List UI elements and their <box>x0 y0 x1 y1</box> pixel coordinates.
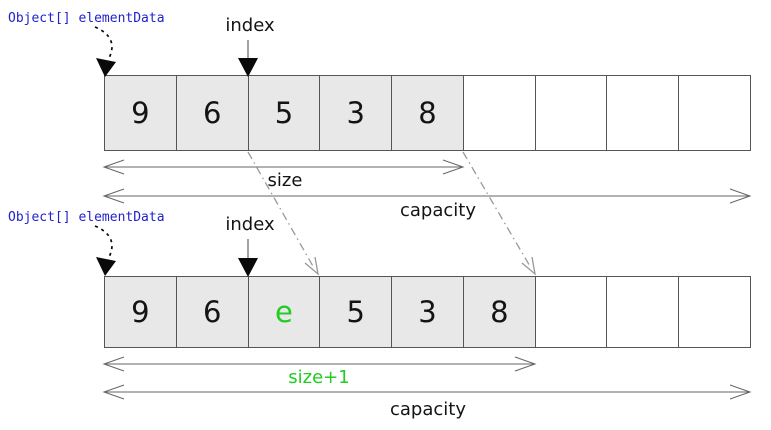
array-cell: 8 <box>392 76 464 150</box>
array-cell-empty <box>463 76 536 150</box>
array-cell: 6 <box>176 76 249 150</box>
top-size-label: size <box>267 170 303 191</box>
array-cell-empty <box>535 277 608 347</box>
array-cell: 6 <box>176 277 249 347</box>
array-cell: 8 <box>463 277 536 347</box>
top-array: 9 6 5 3 8 <box>104 75 751 151</box>
array-cell: 9 <box>105 277 177 347</box>
array-cell: 3 <box>320 76 393 150</box>
array-cell: 5 <box>320 277 393 347</box>
bottom-capacity-arrow <box>102 384 752 400</box>
array-cell-empty <box>607 76 680 150</box>
array-cell-empty <box>607 277 680 347</box>
top-capacity-label: capacity <box>400 200 476 221</box>
bottom-array: 9 6 e 5 3 8 <box>104 276 751 348</box>
top-index-pointer-arrow <box>238 40 258 77</box>
top-elementdata-label: Object[] elementData <box>8 11 165 26</box>
array-cell-empty <box>679 76 751 150</box>
array-cell-inserted: e <box>248 277 321 347</box>
bottom-size-plus-one-label: size+1 <box>288 367 350 388</box>
bottom-capacity-label: capacity <box>390 399 466 420</box>
bottom-index-pointer-arrow <box>238 239 258 277</box>
top-elementdata-pointer-arrow <box>94 26 116 77</box>
bottom-elementdata-pointer-arrow <box>94 225 116 276</box>
array-cell: 5 <box>248 76 321 150</box>
array-cell: 9 <box>105 76 177 150</box>
bottom-index-label: index <box>225 214 275 235</box>
array-cell: 3 <box>392 277 464 347</box>
array-cell-empty <box>679 277 751 347</box>
array-cell-empty <box>535 76 608 150</box>
top-index-label: index <box>225 15 275 36</box>
bottom-elementdata-label: Object[] elementData <box>8 210 165 225</box>
